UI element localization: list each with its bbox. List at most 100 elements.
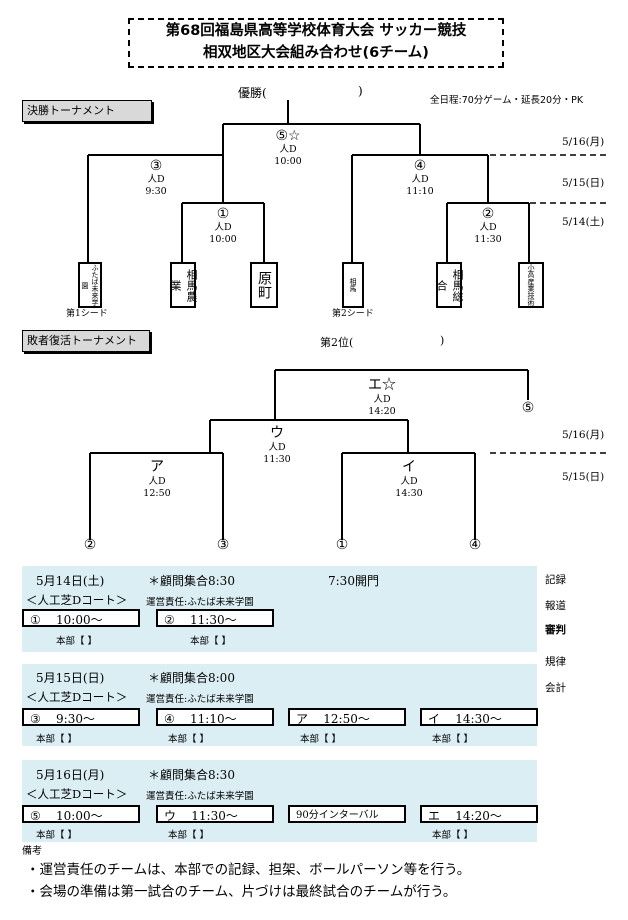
day3-manager: 運営責任:ふたば未来学園 (146, 791, 254, 802)
match-venue: 人D (214, 222, 232, 233)
side-label-record: 記録 (545, 574, 566, 586)
match-time: 14:20 (368, 406, 396, 417)
team-futaba: ふたば未来学園 (78, 262, 102, 308)
match-2: ② 人D 11:30 (464, 206, 512, 246)
day2-slot-3: ア 12:50〜 (288, 708, 406, 726)
match-number: イ (402, 459, 416, 475)
match-number: ① (216, 206, 230, 222)
side-label-press: 報道 (545, 600, 566, 612)
bracket-lines (87, 100, 610, 540)
match-u: ウ 人D 11:30 (252, 422, 302, 466)
match-time: 14:30 (395, 488, 423, 499)
match-venue: 人D (411, 174, 429, 185)
consolation-label: 敗者復活トーナメント (22, 330, 150, 352)
remark-line-1: ・運営責任のチームは、本部での記録、担架、ボールパーソン等を行う。 (26, 862, 471, 878)
seed-2-label: 第2シード (332, 309, 374, 319)
title-line2: 相双地区大会組み合わせ(6チーム) (203, 45, 429, 61)
side-label-accounting: 会計 (545, 682, 566, 694)
match-i: イ 人D 14:30 (384, 456, 434, 500)
match-time: 10:00 (274, 156, 302, 167)
match-5: ⑤☆ 人D 10:00 (264, 128, 312, 168)
winner-close: ) (358, 84, 363, 98)
match-venue: 人D (279, 144, 297, 155)
match-venue: 人D (373, 394, 391, 405)
team-haramachi: 原町 (250, 262, 278, 308)
game-rule-note: 全日程:70分ゲーム・延長20分・PK (430, 95, 584, 106)
match-venue: 人D (400, 476, 418, 487)
cons-date-0515: 5/15(日) (562, 471, 605, 483)
day3-slot-4: エ 14:20〜 (420, 805, 538, 823)
match-time: 11:30 (474, 234, 502, 245)
day2-meeting: ＊顧問集合8:00 (148, 671, 235, 685)
day3-hq-4: 本部【 】 (432, 830, 474, 841)
day1-manager: 運営責任:ふたば未来学園 (146, 597, 254, 608)
title-line1: 第68回福島県高等学校体育大会 サッカー競技 (165, 23, 467, 39)
day2-manager: 運営責任:ふたば未来学園 (146, 694, 254, 705)
match-number: ② (481, 206, 495, 222)
day1-hq-2: 本部【 】 (190, 636, 232, 647)
match-number: エ☆ (368, 377, 396, 393)
cons-date-0516: 5/16(月) (562, 429, 605, 441)
match-a: ア 人D 12:50 (132, 456, 182, 500)
match-number: ウ (270, 425, 284, 441)
schedule-day-3 (22, 760, 537, 842)
day1-slot-1: ① 10:00〜 (22, 609, 140, 627)
second-place-label: 第2位( (320, 336, 354, 349)
day2-court: ＜人工芝Dコート＞ (26, 690, 128, 704)
match-time: 12:50 (143, 488, 171, 499)
final-tournament-label: 決勝トーナメント (22, 100, 152, 122)
day2-hq-4: 本部【 】 (432, 734, 474, 745)
remarks-label: 備考 (22, 846, 42, 857)
day2-hq-3: 本部【 】 (300, 734, 342, 745)
side-label-referee: 審判 (545, 624, 566, 636)
day3-court: ＜人工芝Dコート＞ (26, 787, 128, 801)
remark-line-2: ・会場の準備は第一試合のチーム、片づけは最終試合のチームが行う。 (26, 884, 457, 900)
team-soma: 相馬 (342, 262, 364, 308)
day2-hq-1: 本部【 】 (36, 734, 78, 745)
match-venue: 人D (148, 476, 166, 487)
cons-entry-4: ④ (468, 537, 482, 553)
day1-open: 7:30開門 (328, 574, 379, 588)
day1-date: 5月14日(土) (36, 574, 105, 588)
day3-date: 5月16日(月) (36, 768, 105, 782)
day3-hq-2: 本部【 】 (168, 830, 210, 841)
match-number: ⑤☆ (275, 128, 301, 144)
day3-slot-2: ウ 11:30〜 (156, 805, 274, 823)
match-venue: 人D (479, 222, 497, 233)
winner-label: 優勝( (238, 86, 267, 100)
team-odaka: 小高産業技術 (518, 262, 544, 308)
match-4: ④ 人D 11:10 (396, 158, 444, 198)
match-venue: 人D (268, 442, 286, 453)
date-label-0514: 5/14(土) (562, 216, 605, 228)
date-label-0516: 5/16(月) (562, 136, 605, 148)
day2-hq-2: 本部【 】 (168, 734, 210, 745)
seed-1-label: 第1シード (66, 309, 108, 319)
match-1: ① 人D 10:00 (199, 206, 247, 246)
match-e: エ☆ 人D 14:20 (356, 374, 408, 418)
match-time: 11:30 (263, 454, 291, 465)
side-label-discipline: 規律 (545, 656, 566, 668)
day1-slot-2: ② 11:30〜 (156, 609, 274, 627)
match-number: ④ (413, 158, 427, 174)
schedule-day-2 (22, 664, 537, 746)
cons-entry-3: ③ (216, 537, 230, 553)
match-number: ③ (149, 158, 163, 174)
cons-entry-2: ② (83, 537, 97, 553)
match-time: 11:10 (406, 186, 434, 197)
match-number: ア (150, 459, 164, 475)
day1-court: ＜人工芝Dコート＞ (26, 593, 128, 607)
consolation-right-entry: ⑤ (521, 400, 535, 416)
match-venue: 人D (147, 174, 165, 185)
day3-meeting: ＊顧問集合8:30 (148, 768, 235, 782)
day2-slot-1: ③ 9:30〜 (22, 708, 140, 726)
second-place-close: ) (440, 334, 445, 347)
day1-hq-1: 本部【 】 (56, 636, 98, 647)
cons-entry-1: ① (335, 537, 349, 553)
date-label-0515: 5/15(日) (562, 177, 605, 189)
match-time: 10:00 (209, 234, 237, 245)
day3-hq-1: 本部【 】 (36, 830, 78, 841)
match-3: ③ 人D 9:30 (132, 158, 180, 198)
team-soma-sogo: 相馬総合 (435, 262, 464, 308)
day2-slot-2: ④ 11:10〜 (156, 708, 274, 726)
match-time: 9:30 (145, 186, 167, 197)
